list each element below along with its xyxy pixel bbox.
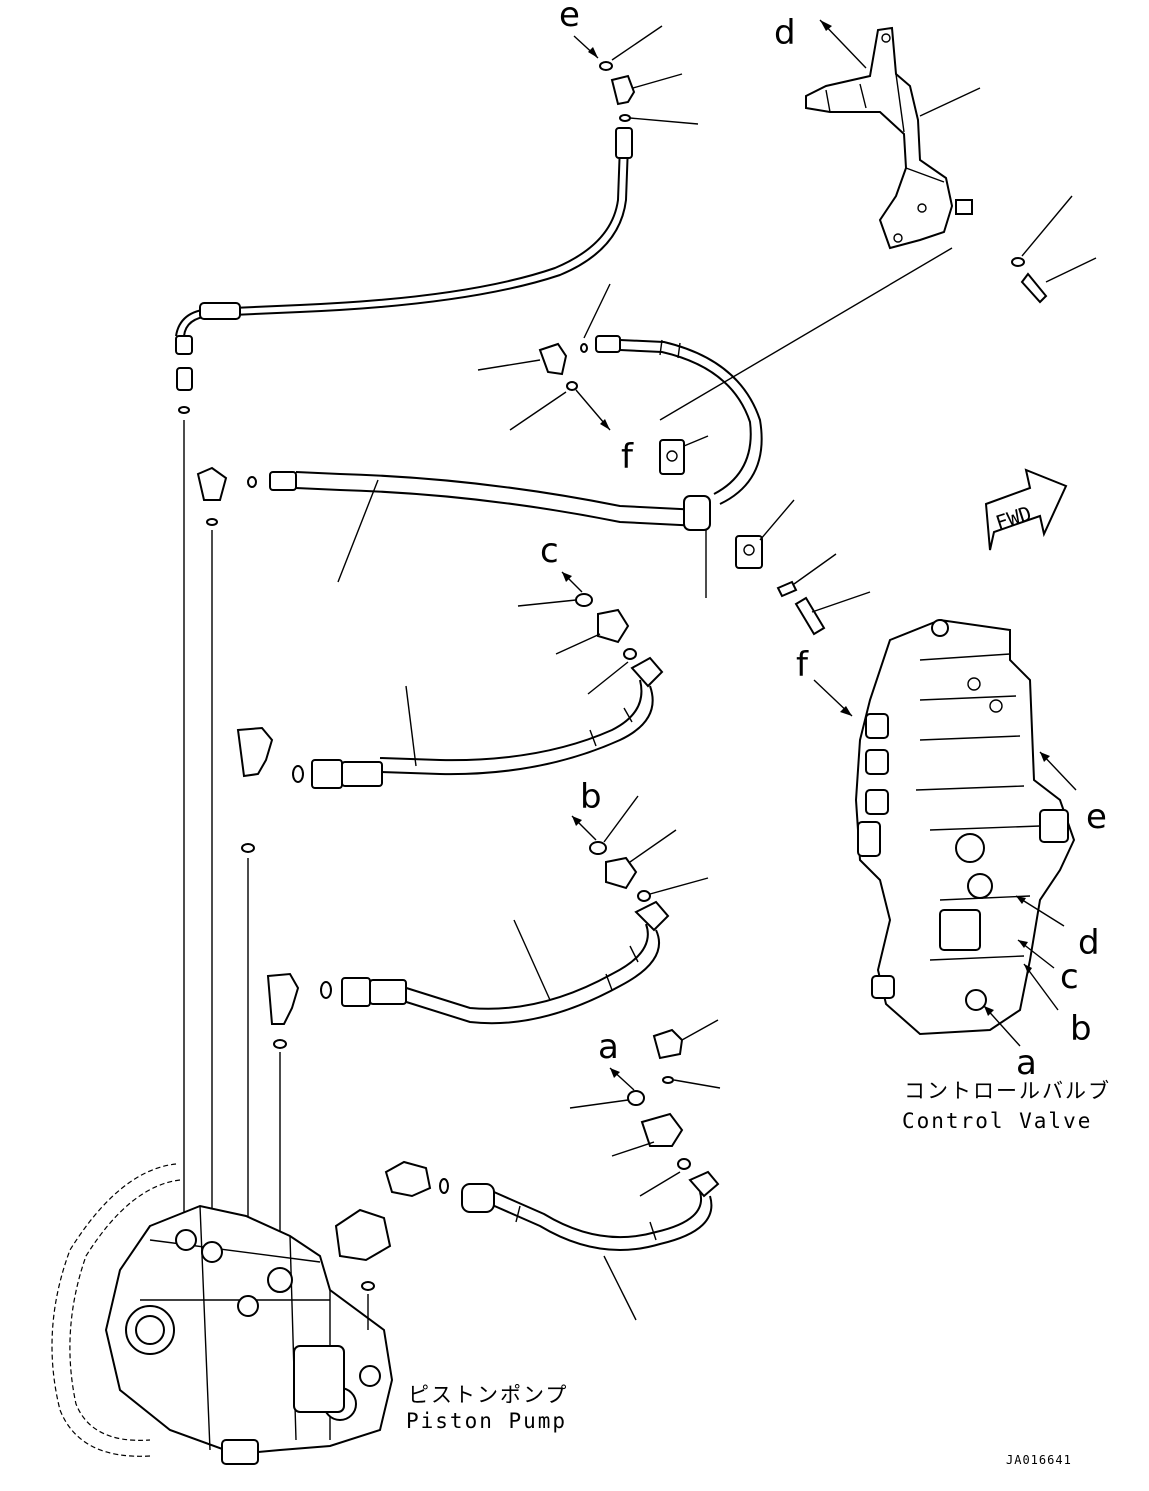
callout-letter: b xyxy=(1070,1009,1092,1049)
elbow-fitting-top xyxy=(599,25,699,125)
callout-b-mid: b xyxy=(580,777,602,817)
o-ring xyxy=(566,381,578,391)
o-ring xyxy=(178,406,190,414)
callout-letter: d xyxy=(1078,923,1100,963)
hose-end-fitting xyxy=(199,302,241,320)
clamped-hose xyxy=(477,283,763,505)
control-valve-caption: コントロールバルブ Control Valve xyxy=(902,1079,1111,1133)
callout-letter: a xyxy=(598,1027,619,1067)
o-ring xyxy=(273,1039,287,1049)
piston-pump xyxy=(51,1163,394,1465)
forward-arrow: FWD xyxy=(984,468,1068,551)
adapter-fitting xyxy=(605,856,638,890)
o-ring xyxy=(662,1076,674,1084)
callout-letter: f xyxy=(621,437,634,477)
elbow-fitting xyxy=(236,726,274,778)
tee-fitting xyxy=(196,466,228,501)
o-ring xyxy=(623,648,637,660)
callout-c-mid: c xyxy=(540,531,559,571)
clamp xyxy=(659,439,685,475)
drawing-number: JA016641 xyxy=(1006,1453,1072,1467)
elbow-fitting xyxy=(334,1208,392,1262)
hose-end-fitting xyxy=(615,127,633,159)
caption-jp: ピストンポンプ xyxy=(408,1383,568,1407)
callout-letter: f xyxy=(796,645,809,685)
adapter-fitting xyxy=(597,608,630,644)
long-hose-upper xyxy=(196,466,711,1245)
control-valve xyxy=(813,618,1077,1047)
o-ring xyxy=(627,1090,645,1106)
callout-letter: a xyxy=(1016,1043,1037,1083)
o-ring xyxy=(247,476,257,488)
callout-letter: d xyxy=(774,13,796,53)
hose-b xyxy=(266,795,709,1240)
o-ring xyxy=(619,114,631,122)
callout-letter: b xyxy=(580,777,602,817)
callout-f-mid: f xyxy=(621,437,634,477)
o-ring xyxy=(637,890,651,902)
piston-pump-caption: ピストンポンプ Piston Pump xyxy=(406,1383,568,1433)
o-ring xyxy=(439,1178,449,1194)
callout-letter: e xyxy=(1086,797,1107,837)
o-ring xyxy=(320,981,332,999)
bolt xyxy=(1020,272,1048,304)
caption-jp: コントロールバルブ xyxy=(904,1079,1111,1103)
o-ring xyxy=(580,343,588,353)
o-ring xyxy=(361,1281,375,1291)
callout-letter: c xyxy=(1060,957,1079,997)
plug xyxy=(652,1028,684,1060)
o-ring xyxy=(677,1158,691,1170)
top-long-hose xyxy=(175,127,633,1240)
o-ring xyxy=(206,518,218,526)
bolt-washer-set xyxy=(1011,195,1097,304)
bracket-assembly xyxy=(659,26,981,421)
o-ring xyxy=(575,593,593,607)
callout-e-top: e xyxy=(559,0,599,59)
elbow-fitting xyxy=(384,1160,432,1198)
tee-fitting xyxy=(538,342,568,376)
hose-c xyxy=(236,571,664,1240)
callout-letter: e xyxy=(559,0,580,35)
washer xyxy=(776,580,798,598)
bolt xyxy=(794,596,826,636)
o-ring xyxy=(241,843,255,853)
callout-letter: c xyxy=(540,531,559,571)
hose-sleeve xyxy=(683,495,711,531)
callout-a-mid: a xyxy=(598,1027,619,1067)
o-ring xyxy=(292,765,304,783)
hose-a xyxy=(384,1019,721,1321)
clamp xyxy=(735,535,763,569)
adapter-fitting xyxy=(176,367,193,391)
hose-clamps xyxy=(659,435,871,636)
washer xyxy=(1011,257,1025,267)
caption-en: Piston Pump xyxy=(406,1409,567,1433)
caption-en: Control Valve xyxy=(902,1109,1092,1133)
control-valve-callouts: f e d c b a xyxy=(796,645,1107,1083)
elbow-fitting xyxy=(266,972,300,1025)
tee-fitting xyxy=(640,1112,684,1147)
o-ring xyxy=(589,841,607,855)
o-ring xyxy=(599,61,613,71)
callout-d-top: d xyxy=(774,13,867,69)
